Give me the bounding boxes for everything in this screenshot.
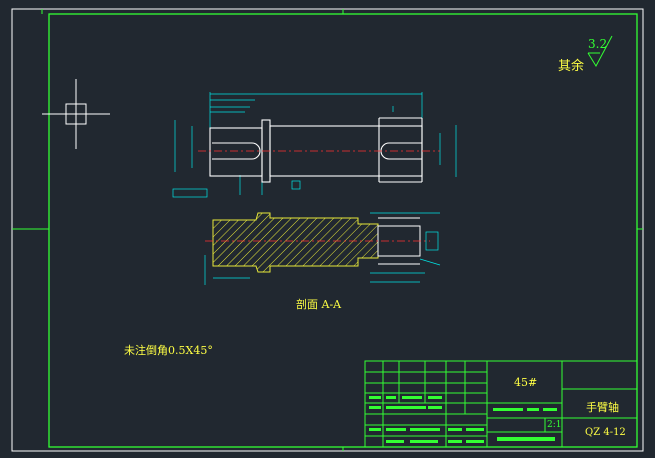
main-view-shaft[interactable] — [172, 92, 457, 198]
dimension-lines — [172, 92, 457, 198]
roughness-symbol-icon — [587, 35, 613, 68]
scale-value: 2:1 — [547, 420, 562, 430]
shaft-outline — [209, 117, 423, 183]
part-name: 手臂轴 — [586, 401, 619, 414]
chamfer-note: 未注倒角0.5X45° — [124, 344, 213, 357]
hatched-section — [212, 212, 379, 273]
roughness-value: 3.2 — [588, 37, 608, 51]
material-label: 45# — [514, 376, 538, 389]
crosshair-cursor — [42, 79, 110, 149]
section-view-aa[interactable] — [204, 212, 441, 285]
drawing-number: QZ 4-12 — [585, 427, 626, 438]
title-block — [364, 360, 638, 448]
title-block-fields — [369, 396, 557, 443]
section-label: 剖面 A-A — [296, 298, 342, 311]
outer-border — [11, 8, 644, 452]
section-dimensions — [204, 212, 441, 285]
roughness-note: 其余 — [558, 59, 585, 74]
centering-marks — [12, 9, 643, 451]
